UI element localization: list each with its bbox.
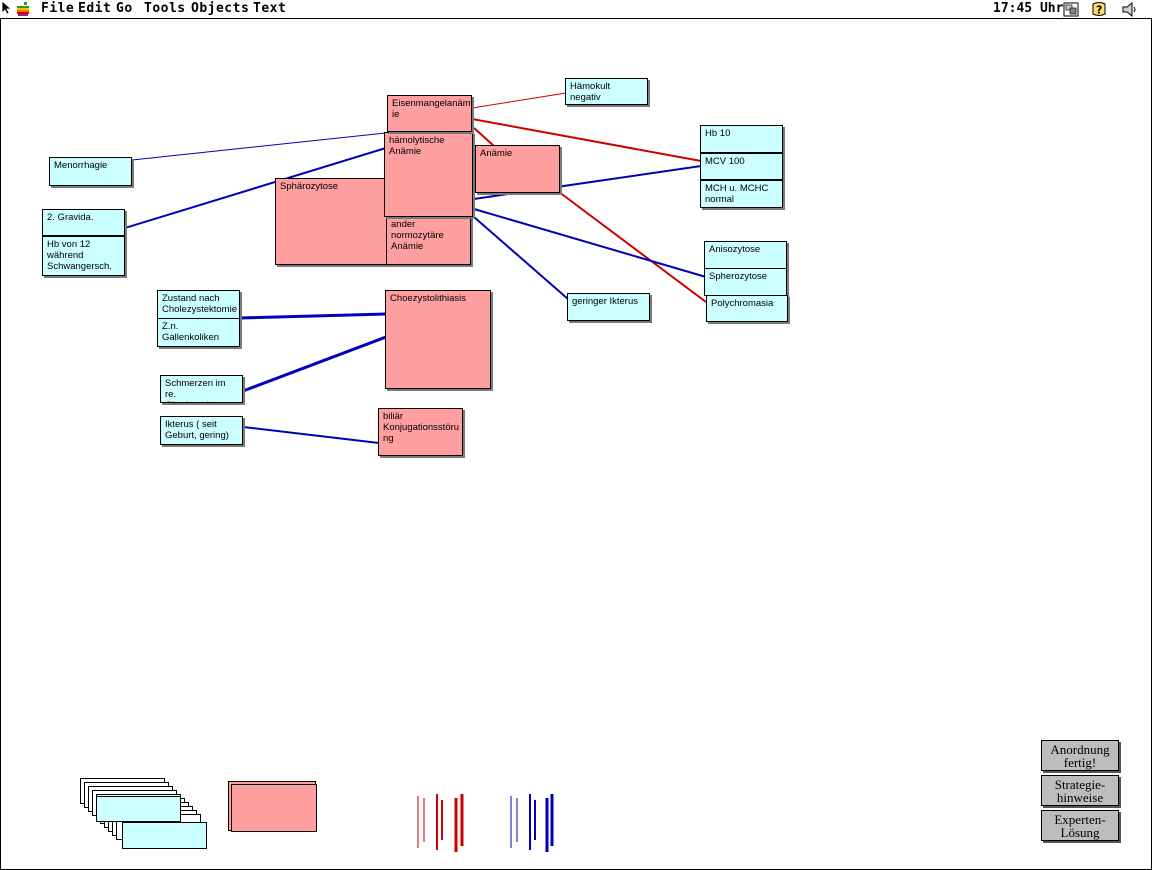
- card-zustand-nach-cholezystektomie[interactable]: Zustand nach Cholezystektomie: [157, 290, 240, 319]
- menu-bar: File Edit Go Tools Objects Text 17:45 Uh…: [0, 0, 1152, 19]
- card-label: Ikterus ( seit Geburt, gering): [165, 419, 229, 441]
- card-label: hämolytische Anämie: [389, 135, 445, 157]
- anordnung-fertig-button[interactable]: Anordnung fertig!: [1041, 740, 1119, 771]
- card-label: 2. Gravida.: [47, 212, 94, 223]
- menu-edit[interactable]: Edit: [78, 1, 112, 16]
- card-haemolytische-anaemie[interactable]: hämolytische Anämie: [384, 132, 473, 217]
- apple-icon[interactable]: [16, 2, 30, 17]
- card-geringer-ikterus[interactable]: geringer Ikterus: [567, 293, 650, 321]
- card-label: Spherozytose: [709, 271, 768, 282]
- menu-tools[interactable]: Tools: [144, 1, 186, 16]
- card-2-gravida[interactable]: 2. Gravida.: [42, 209, 125, 236]
- card-label: Schmerzen im re. Oberbauch: [165, 378, 226, 402]
- red-link-tool[interactable]: [412, 792, 468, 854]
- card-label: Sphärozytose: [280, 181, 339, 192]
- card-sphaerozytose[interactable]: Sphärozytose: [275, 178, 391, 265]
- svg-text:?: ?: [1096, 4, 1102, 17]
- card-biliaer-konjugationsstoerung[interactable]: biliär Konjugationsstöru ng: [378, 408, 463, 456]
- menu-text[interactable]: Text: [253, 1, 287, 16]
- card-label: geringer Ikterus: [572, 296, 639, 307]
- card-label: Choezystolithiasis: [390, 293, 467, 304]
- card-ikterus-seit-geburt[interactable]: Ikterus ( seit Geburt, gering): [160, 416, 243, 445]
- card-spherozytose[interactable]: Spherozytose: [704, 268, 787, 296]
- menu-objects[interactable]: Objects: [191, 1, 250, 16]
- experten-loesung-button[interactable]: Experten- Lösung: [1041, 810, 1119, 841]
- card-label: MCV 100: [705, 156, 745, 167]
- card-label: Z.n. Gallenkoliken: [162, 321, 220, 343]
- card-label: Zustand nach Cholezystektomie: [162, 293, 237, 315]
- hypothesis-tool-front: [231, 784, 317, 832]
- card-label: Hb 10: [705, 128, 731, 139]
- card-label: biliär Konjugationsstöru ng: [383, 411, 460, 444]
- card-label: Menorrhagie: [54, 160, 108, 171]
- card-label: MCH u. MCHC normal: [705, 183, 769, 205]
- card-label: Eisenmangelanäm ie: [392, 98, 471, 120]
- stack-bottom-card: [122, 822, 207, 849]
- arrow-cursor-icon: [1, 0, 13, 15]
- card-choezystolithiasis[interactable]: Choezystolithiasis: [385, 290, 491, 389]
- card-hb-12-schwangerschaft[interactable]: Hb von 12 während Schwangersch.: [42, 236, 125, 276]
- strategiehinweise-button[interactable]: Strategie- hinweise: [1041, 775, 1119, 806]
- card-label: Hb von 12 während Schwangersch.: [47, 239, 112, 272]
- card-label: Hämokult negativ: [570, 81, 611, 103]
- menu-file[interactable]: File: [41, 1, 75, 16]
- finding-card-stack-tool[interactable]: [78, 776, 210, 854]
- card-andere-normozytaere-anaemie[interactable]: ander normozytäre Anämie: [386, 216, 471, 265]
- speaker-icon[interactable]: [1121, 1, 1138, 18]
- button-label: Anordnung fertig!: [1050, 742, 1110, 770]
- card-mcv-100[interactable]: MCV 100: [700, 153, 783, 180]
- help-icon[interactable]: ?: [1091, 1, 1108, 18]
- stack-top-card: [96, 796, 181, 822]
- card-schmerzen-oberbauch[interactable]: Schmerzen im re. Oberbauch: [160, 375, 243, 403]
- card-eisenmangelanaemie[interactable]: Eisenmangelanäm ie: [387, 95, 472, 132]
- card-label: ander normozytäre Anämie: [391, 219, 444, 252]
- blue-link-tool[interactable]: [505, 792, 561, 854]
- card-anaemie[interactable]: Anämie: [475, 145, 560, 193]
- button-label: Strategie- hinweise: [1054, 777, 1106, 805]
- card-anisozytose[interactable]: Anisozytose: [704, 241, 787, 269]
- card-label: Anämie: [480, 148, 513, 159]
- hypothesis-card-tool[interactable]: [228, 781, 320, 835]
- card-gallenkoliken[interactable]: Z.n. Gallenkoliken: [157, 318, 240, 347]
- button-label: Experten- Lösung: [1054, 812, 1106, 840]
- card-mch-mchc-normal[interactable]: MCH u. MCHC normal: [700, 180, 783, 208]
- menu-go[interactable]: Go: [116, 1, 133, 16]
- menu-clock[interactable]: 17:45 Uhr: [993, 1, 1064, 16]
- card-polychromasia[interactable]: Polychromasia: [706, 295, 788, 322]
- card-menorrhagie[interactable]: Menorrhagie: [49, 157, 132, 186]
- app-switcher-icon[interactable]: [1063, 1, 1080, 18]
- card-label: Anisozytose: [709, 244, 761, 255]
- card-haemokult-negativ[interactable]: Hämokult negativ: [565, 78, 648, 105]
- card-label: Polychromasia: [711, 298, 774, 309]
- card-hb-10[interactable]: Hb 10: [700, 125, 783, 153]
